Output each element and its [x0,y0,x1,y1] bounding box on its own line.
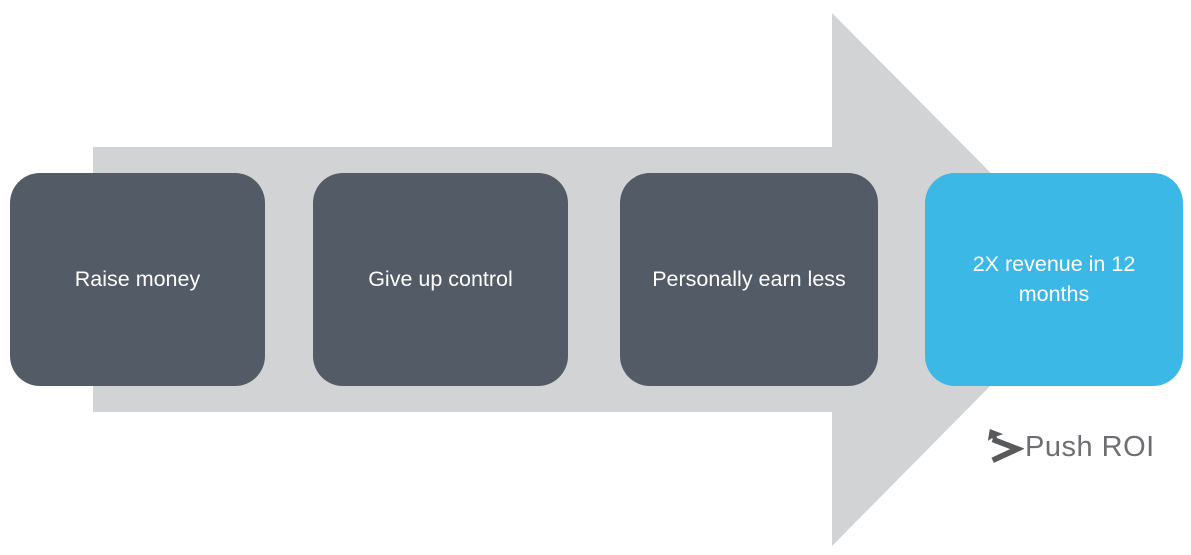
step-box-give-up-control: Give up control [313,173,568,386]
step-label: Raise money [74,266,201,291]
push-roi-logo: Push ROI [986,426,1155,468]
step-box-personally-earn-less: Personally earn less [620,173,878,386]
push-roi-logo-text: Push ROI [1025,430,1155,463]
step-box-2x-revenue: 2X revenue in 12 months [925,173,1183,386]
step-label: Personally earn less [652,266,846,291]
arrow-polygon [93,13,1096,546]
step-box-raise-money: Raise money [10,173,265,386]
push-roi-arrow-icon [987,428,1024,463]
step-label: Give up control [368,266,513,291]
step-label: 2X revenue in 12 months [972,252,1136,306]
